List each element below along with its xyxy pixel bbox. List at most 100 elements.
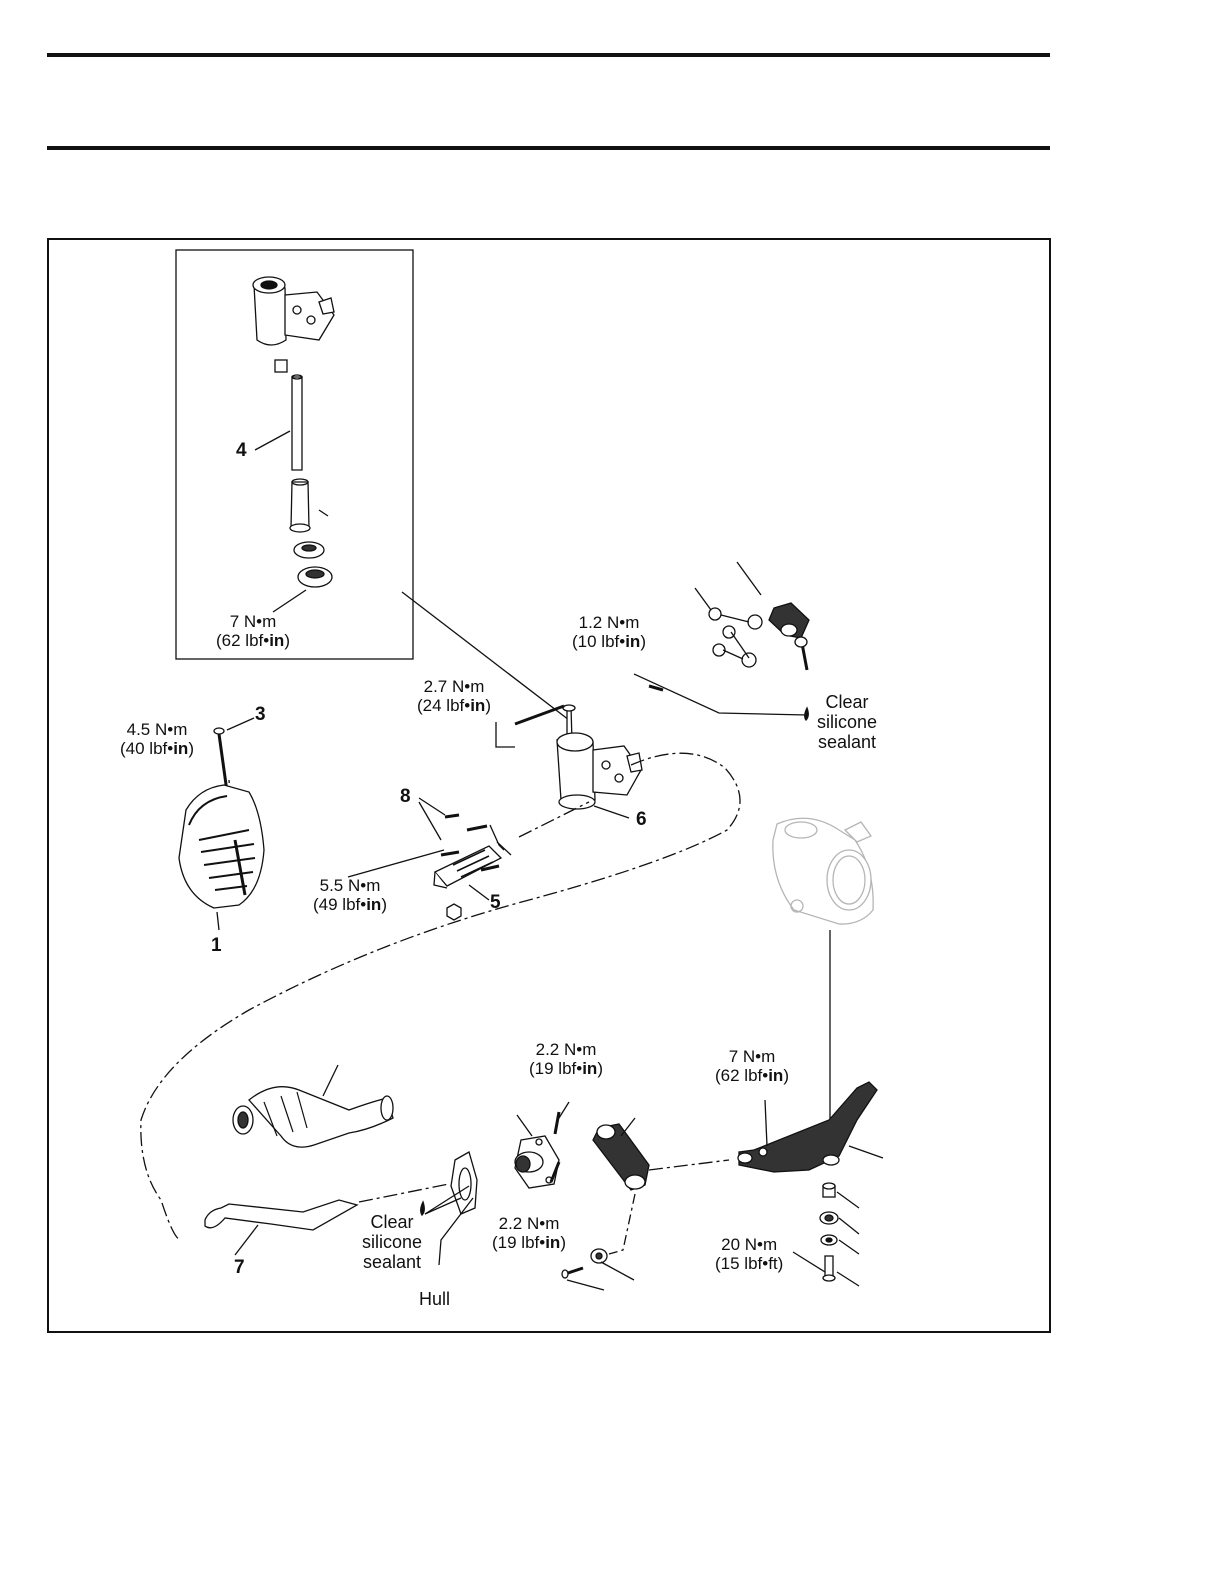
- leader-sealant-a: [425, 1198, 461, 1214]
- linkage-plate: [769, 603, 809, 670]
- torque-imperial: (24 lbf•: [417, 696, 470, 715]
- leader-washer: [601, 1262, 634, 1280]
- leader-flat: [839, 1240, 859, 1254]
- leader-bolt: [567, 1280, 604, 1290]
- torque-close: ): [783, 1066, 789, 1085]
- torque-imperial: (10 lbf•: [572, 632, 625, 651]
- torque-value: 20 N•m: [715, 1235, 783, 1254]
- torque-unit: in: [173, 739, 188, 758]
- second-rule: [47, 146, 1050, 150]
- sealant-drop-top: [805, 708, 809, 720]
- torque-imperial: (62 lbf•: [216, 631, 269, 650]
- torque-bolt-3: 4.5 N•m (40 lbf•in): [120, 720, 194, 758]
- sealant-note-top: Clear silicone sealant: [817, 692, 877, 752]
- sealant-line1: Clear: [817, 692, 877, 712]
- lower-bolt: [562, 1268, 583, 1278]
- leader-fitting: [517, 1115, 532, 1136]
- ghost-pump-housing: [773, 818, 873, 924]
- fitting-screw-top: [555, 1112, 559, 1134]
- leader-5.5-torque: [348, 850, 444, 877]
- leader-7: [235, 1225, 258, 1255]
- hull-label: Hull: [419, 1289, 450, 1309]
- leader-8a: [419, 798, 445, 815]
- inset-washer: [294, 542, 324, 558]
- torque-unit: in: [582, 1059, 597, 1078]
- leader-screw-top: [559, 1102, 569, 1118]
- torque-stack: 20 N•m (15 lbf•ft): [715, 1235, 783, 1273]
- nut-small: [759, 1148, 767, 1156]
- torque-unit: in: [269, 631, 284, 650]
- part-6-bracket: [557, 705, 642, 809]
- nozzle-arm: [738, 1082, 877, 1172]
- leader-20-torque: [793, 1252, 825, 1272]
- part-number-7: 7: [234, 1257, 245, 1279]
- leader-sealant-top: [634, 674, 807, 715]
- inset-bushing: [290, 479, 328, 532]
- hull-gasket: [451, 1152, 477, 1214]
- torque-unit: in: [545, 1233, 560, 1252]
- sealant-line1: Clear: [362, 1212, 422, 1232]
- route-d: [609, 1194, 635, 1254]
- torque-unit: in: [470, 696, 485, 715]
- sealant-note-low: Clear silicone sealant: [362, 1212, 422, 1272]
- torque-unit: in: [768, 1066, 783, 1085]
- route-c: [649, 1160, 729, 1170]
- torque-close: ): [381, 895, 387, 914]
- leader-inset-torque: [273, 590, 306, 612]
- torque-nozzle-arm: 7 N•m (62 lbf•in): [715, 1047, 789, 1085]
- inset-shaft-4: [292, 375, 302, 470]
- leader-stack-bolt: [837, 1272, 859, 1286]
- torque-linkage: 1.2 N•m (10 lbf•in): [572, 613, 646, 651]
- lower-washer: [591, 1249, 607, 1263]
- torque-close: ): [597, 1059, 603, 1078]
- bushing-washer: [820, 1212, 838, 1224]
- torque-close: ): [560, 1233, 566, 1252]
- torque-lower: 2.2 N•m (19 lbf•in): [492, 1214, 566, 1252]
- torque-value: 2.7 N•m: [417, 677, 491, 696]
- leader-1: [217, 912, 219, 930]
- torque-plate: 5.5 N•m (49 lbf•in): [313, 876, 387, 914]
- part-number-1: 1: [211, 935, 222, 957]
- inset-nut: [298, 567, 332, 587]
- torque-value: 7 N•m: [715, 1047, 789, 1066]
- leader-plate: [737, 562, 761, 595]
- bracket-screw: [515, 706, 564, 724]
- torque-value: 2.2 N•m: [492, 1214, 566, 1233]
- torque-imperial: (49 lbf•: [313, 895, 366, 914]
- torque-value: 1.2 N•m: [572, 613, 646, 632]
- torque-value: 7 N•m: [216, 612, 290, 631]
- top-rule: [47, 53, 1050, 57]
- torque-value: 4.5 N•m: [120, 720, 194, 739]
- sealant-line2: silicone: [817, 712, 877, 732]
- torque-imperial: (62 lbf•: [715, 1066, 768, 1085]
- leader-4: [255, 431, 290, 450]
- sealant-line2: silicone: [362, 1232, 422, 1252]
- part-7-rod: [205, 1200, 357, 1230]
- part-number-8: 8: [400, 786, 411, 808]
- torque-value: 2.2 N•m: [529, 1040, 603, 1059]
- torque-bracket: 2.7 N•m (24 lbf•in): [417, 677, 491, 715]
- leader-spacer: [837, 1192, 859, 1208]
- spacer: [823, 1183, 835, 1197]
- part-number-4: 4: [236, 440, 247, 462]
- leader-8b: [419, 802, 441, 840]
- leader-hose: [323, 1065, 338, 1096]
- steering-hose: [233, 1087, 393, 1147]
- torque-imperial: (19 lbf•: [529, 1059, 582, 1078]
- torque-inset: 7 N•m (62 lbf•in): [216, 612, 290, 650]
- exploded-diagram: 7 N•m (62 lbf•in) 1.2 N•m (10 lbf•in) 2.…: [47, 238, 1051, 1333]
- torque-unit: in: [366, 895, 381, 914]
- leader-nozzle: [849, 1146, 883, 1158]
- diagram-drawing: [49, 240, 1049, 1331]
- leader-arm-torque: [765, 1100, 767, 1146]
- part-number-5: 5: [490, 892, 501, 914]
- steering-arm: [593, 1124, 649, 1190]
- inset-small-nut: [275, 360, 287, 372]
- sealant-line3: sealant: [817, 732, 877, 752]
- small-nut-5: [447, 904, 461, 920]
- torque-close: ): [485, 696, 491, 715]
- linkage-spider: [709, 608, 762, 667]
- torque-unit: in: [625, 632, 640, 651]
- leader-bushing: [839, 1218, 859, 1234]
- inset-upper-bracket: [253, 277, 334, 345]
